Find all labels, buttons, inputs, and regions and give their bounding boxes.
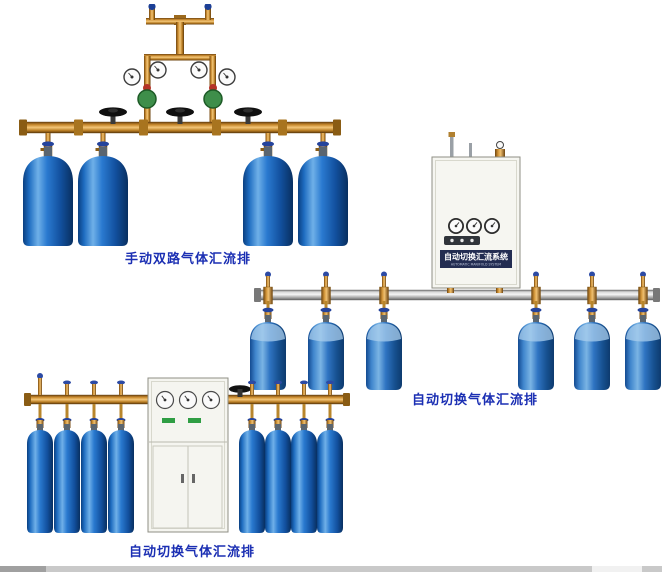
- gas-cylinder: [78, 147, 128, 246]
- pipe-union-nut: [278, 119, 287, 136]
- door-handle: [181, 474, 184, 483]
- product-caption-auto-wall: 自动切换气体汇流排: [411, 393, 538, 408]
- auto-switch-wall-illustration: 自动切换汇流系统 AUTOMATIC MANIFOLD SYSTEM: [250, 132, 661, 390]
- gas-cylinder: [54, 424, 80, 533]
- cabinet-outlet-stub: [447, 288, 454, 293]
- pressure-gauge-icon: [483, 217, 501, 235]
- pipe-end-cap: [19, 119, 27, 136]
- cylinder-bank: [23, 133, 348, 246]
- pressure-gauge-icon: [149, 61, 167, 79]
- manual-dual-manifold-illustration: [19, 2, 348, 246]
- gas-cylinder: [366, 315, 402, 390]
- small-gauge-icon: [496, 141, 504, 149]
- inlet-valve: [300, 380, 308, 395]
- valve-stem: [237, 389, 243, 397]
- cabinet-title: 自动切换汇流系统: [444, 252, 508, 262]
- top-inlet-assembly: [146, 2, 214, 60]
- cabinet-panel-line: [435, 160, 517, 285]
- gas-cylinder: [574, 315, 610, 390]
- cylinder-connection: [586, 271, 598, 320]
- shutoff-handwheel-icon: [99, 107, 127, 124]
- gas-cylinder: [625, 315, 661, 390]
- cylinder-connection: [530, 271, 542, 320]
- inlet-valve: [326, 380, 334, 395]
- inlet-valve: [117, 380, 125, 395]
- page-bottom-edge: [0, 566, 662, 572]
- pressure-gauge-icon: [178, 390, 198, 410]
- pipe-end-cap: [333, 119, 341, 136]
- cabinet-top-pipe: [450, 136, 454, 157]
- cabinet-top-fitting: [448, 132, 455, 137]
- inlet-riser-right: [205, 7, 211, 20]
- pressure-regulator-right: [190, 61, 236, 109]
- inlet-valve-knob-icon: [204, 2, 212, 11]
- cabinet-outlet-stub: [496, 288, 503, 293]
- inlet-connections: [37, 373, 334, 395]
- gas-cylinder: [291, 424, 317, 533]
- cylinder-connection: [262, 271, 274, 320]
- cabinet-title-strip: [440, 250, 512, 268]
- control-cabinet: [147, 377, 229, 533]
- pressure-gauge-icon: [465, 217, 483, 235]
- pipe-end-cap: [254, 288, 261, 302]
- inlet-riser-left: [149, 7, 155, 20]
- pressure-gauge-icon: [190, 61, 208, 79]
- regulator-body: [203, 89, 223, 109]
- pipe-end-cap: [653, 288, 660, 302]
- cabinet-subtitle: AUTOMATIC MANIFOLD SYSTEM: [451, 263, 502, 267]
- pressure-gauge-icon: [218, 68, 236, 86]
- auto-switch-floor-illustration: [24, 373, 350, 533]
- door-handle: [192, 474, 195, 483]
- product-caption-manual-dual: 手动双路气体汇流排: [124, 252, 251, 267]
- pressure-gauge-icon: [155, 390, 175, 410]
- page-bottom-edge-dark: [0, 566, 46, 572]
- gas-cylinder: [27, 424, 53, 533]
- indicator-light-icon: [470, 238, 474, 243]
- inlet-valve: [90, 380, 98, 395]
- shutoff-handwheel-icon: [166, 107, 194, 124]
- inlet-valve: [63, 380, 71, 395]
- pipe-union-nut: [139, 119, 148, 136]
- pressure-gauge-icon: [123, 68, 141, 86]
- cylinder-connection: [378, 271, 390, 320]
- cabinet-label-green: [162, 418, 175, 423]
- shutoff-handwheel-icon: [234, 107, 262, 124]
- cabinet-label-green: [188, 418, 201, 423]
- manifold-pipe: [254, 288, 660, 302]
- pressure-gauge-icon: [447, 217, 465, 235]
- pipe-union-nut: [212, 119, 221, 136]
- indicator-light-icon: [450, 238, 454, 243]
- product-image-auto-switch-floor: [10, 368, 362, 554]
- product-image-auto-switch-wall: 自动切换汇流系统 AUTOMATIC MANIFOLD SYSTEM: [250, 128, 662, 400]
- gas-cylinder: [239, 424, 265, 533]
- regulator-body: [137, 89, 157, 109]
- inlet-valve: [274, 380, 282, 395]
- cylinder-connection: [320, 271, 332, 320]
- pipe-union-nut: [74, 119, 83, 136]
- gas-cylinder: [23, 147, 73, 246]
- pressure-regulator-left: [123, 61, 167, 109]
- inlet-valve-knob-icon: [148, 2, 156, 11]
- gas-cylinder: [317, 424, 343, 533]
- top-header-pipe: [146, 18, 214, 25]
- cabinet-top-fitting: [495, 149, 505, 157]
- gas-cylinder: [108, 424, 134, 533]
- gas-cylinder: [518, 315, 554, 390]
- cabinet-top-pipe: [469, 143, 472, 157]
- inlet-valve-knob-icon: [37, 373, 43, 379]
- product-image-manual-dual-manifold: [8, 2, 348, 266]
- pressure-gauge-icon: [201, 390, 221, 410]
- cylinder-connection: [637, 271, 649, 320]
- control-cabinet: 自动切换汇流系统 AUTOMATIC MANIFOLD SYSTEM: [431, 132, 521, 293]
- pipe-end-cap: [24, 393, 31, 406]
- center-down-pipe: [176, 22, 184, 60]
- main-manifold-pipe: [19, 107, 341, 136]
- gas-cylinder: [265, 424, 291, 533]
- gas-cylinder: [81, 424, 107, 533]
- page-bottom-edge-gap: [592, 566, 642, 572]
- product-caption-auto-floor: 自动切换气体汇流排: [128, 545, 255, 560]
- indicator-light-icon: [460, 238, 464, 243]
- pipe-end-cap: [343, 393, 350, 406]
